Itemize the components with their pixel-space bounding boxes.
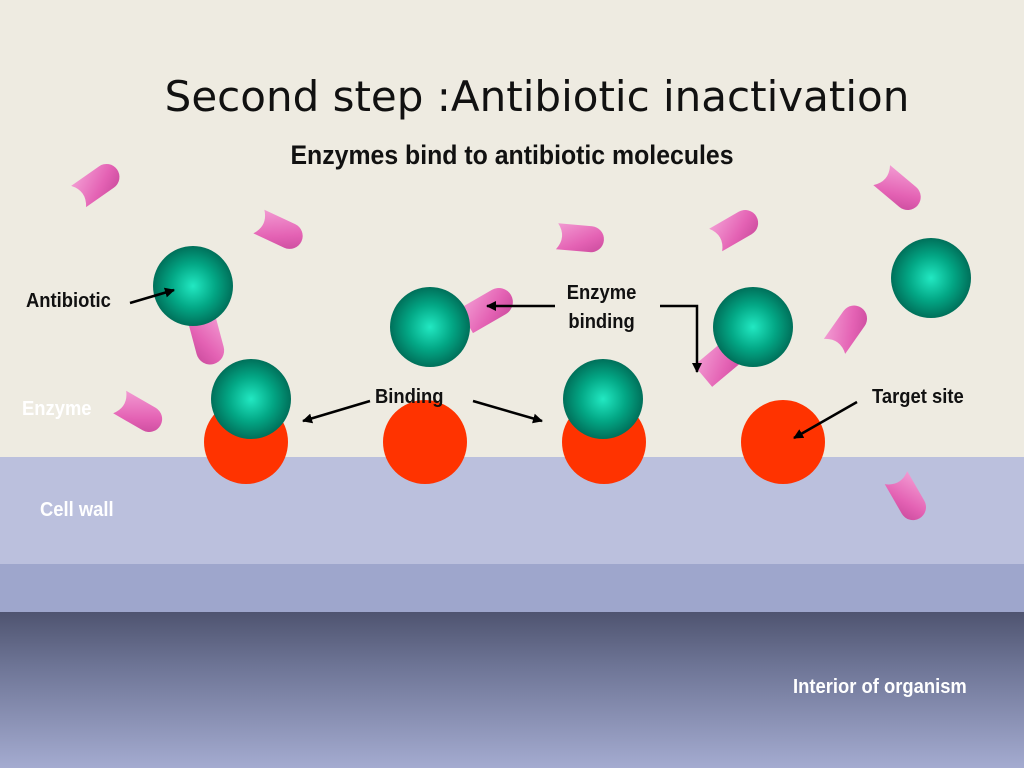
antibiotic-molecule [71,163,120,208]
label-enzyme-binding-line1: Enzyme [566,282,637,304]
enzyme-sphere [153,246,233,326]
arrow-enzyme-binding-right [660,304,702,373]
label-enzyme-binding: Enzyme binding [562,282,641,334]
cell-wall-layer [0,457,1024,564]
label-enzyme: Enzyme [22,398,92,420]
antibiotic-molecule-bound [458,288,513,334]
enzyme-sphere [891,238,971,318]
enzyme-sphere [211,359,291,439]
slide-subtitle: Enzymes bind to antibiotic molecules [290,140,734,170]
antibiotic-molecule [113,390,163,432]
target-site-circle [383,400,467,484]
label-cell-wall: Cell wall [40,499,114,521]
antibiotic-molecule [873,165,921,210]
cell-wall-lower-layer [0,564,1024,612]
arrow-target-site [793,400,858,440]
label-antibiotic: Antibiotic [26,290,111,312]
enzyme-sphere [390,287,470,367]
arrow-binding-right [472,399,543,424]
label-binding: Binding [375,386,444,408]
target-site-circle [741,400,825,484]
arrow-antibiotic [129,287,175,305]
antibiotic-molecule [555,223,604,253]
antibiotic-molecule [709,210,759,252]
label-enzyme-binding-line2: binding [568,311,635,333]
enzyme-sphere [563,359,643,439]
arrow-binding-left [302,399,371,424]
antibiotic-molecule [253,209,303,249]
enzyme-sphere [713,287,793,367]
interior-region [0,612,1024,768]
antibiotic-molecule [823,305,868,354]
slide-title: Second step :Antibiotic inactivation [164,72,910,121]
extracellular-space [0,0,1024,457]
label-interior: Interior of organism [793,676,967,698]
antibiotic-molecule [884,471,926,521]
label-target-site: Target site [872,386,964,408]
